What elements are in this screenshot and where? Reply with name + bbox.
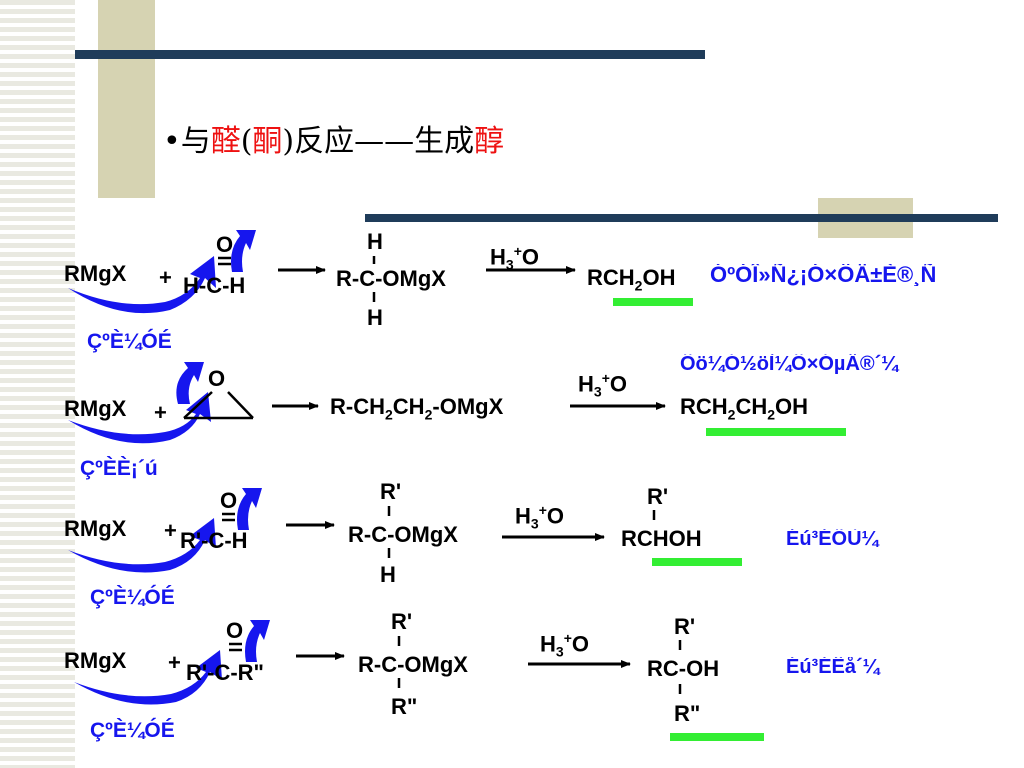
- deco-block-top: [98, 0, 155, 198]
- carbonyl-compound: H-C-H: [183, 273, 246, 298]
- curved-arrow-icon: [74, 650, 222, 705]
- grignard-reagent: RMgX: [64, 261, 127, 286]
- reaction-note: Éú³ÉÖÙ¼: [786, 529, 879, 549]
- adduct-top-substituent: H: [367, 229, 383, 254]
- striped-margin: [0, 0, 75, 768]
- epoxide-arrow-icon: [176, 362, 204, 404]
- title-ketone: 酮: [252, 124, 283, 159]
- reaction-caption: ÇºÈ¼ÓÉ: [87, 330, 172, 353]
- carbonyl-arrow-icon: [237, 488, 262, 530]
- product-top-substituent: R': [674, 614, 696, 639]
- plus-sign: +: [154, 400, 167, 425]
- adduct-top-substituent: R': [380, 479, 402, 504]
- alkoxide-adduct: R-C-OMgX: [348, 522, 458, 547]
- title-part-1: 与: [180, 124, 211, 159]
- carbonyl-oxygen: O: [226, 618, 244, 643]
- curved-arrow-icon: [68, 518, 216, 573]
- alkoxide-adduct: R-C-OMgX: [336, 266, 446, 291]
- reaction-note: Ôö¼Ó½öÌ¼Ô­×ÓµÄ®´¼: [680, 354, 898, 374]
- reaction-4-graphics: [74, 620, 682, 705]
- deco-bar-top: [75, 50, 705, 59]
- plus-sign: +: [159, 265, 172, 290]
- alcohol-product: RC-OH: [647, 656, 720, 681]
- product-highlight: [670, 733, 764, 741]
- carbonyl-arrow-icon: [231, 230, 256, 272]
- product-top-substituent: R': [647, 484, 669, 509]
- deco-bar-right: [365, 214, 998, 222]
- carbonyl-arrow-icon: [245, 620, 270, 662]
- title-part-6: 反应——生成: [294, 124, 475, 159]
- adduct-top-substituent: R': [391, 609, 413, 634]
- reaction-caption: ÇºÈ¼ÓÉ: [90, 719, 175, 742]
- carbonyl-compound: R'-C-H: [180, 528, 248, 553]
- title-alcohol: 醇: [474, 124, 505, 159]
- reaction-3-graphics: [68, 488, 656, 573]
- adduct-bottom-substituent: H: [367, 305, 383, 330]
- alcohol-product: RCH2CH2OH: [680, 394, 809, 423]
- reaction-note: Éú³ÉÊå´¼: [786, 657, 880, 677]
- title-aldehyde: 醛: [210, 124, 241, 159]
- product-bottom-substituent: R": [674, 701, 701, 726]
- carbonyl-oxygen: O: [216, 232, 234, 257]
- title-part-3: (: [240, 124, 253, 159]
- curved-arrow-icon: [68, 392, 211, 444]
- curved-arrow-icon: [68, 256, 216, 314]
- grignard-reagent: RMgX: [64, 516, 127, 541]
- product-highlight: [706, 428, 846, 436]
- carbonyl-oxygen: O: [220, 488, 238, 513]
- hydrolysis-reagent: H3+O: [540, 630, 589, 660]
- epoxide-bond: [227, 391, 254, 419]
- grignard-reagent: RMgX: [64, 648, 127, 673]
- alcohol-product: RCH2OH: [587, 265, 676, 294]
- hydrolysis-reagent: H3+O: [578, 370, 627, 400]
- alcohol-product: RCHOH: [621, 526, 702, 551]
- product-highlight: [652, 558, 742, 566]
- epoxide-bond: [183, 391, 213, 419]
- plus-sign: +: [168, 650, 181, 675]
- product-highlight: [613, 298, 693, 306]
- reaction-caption: ÇºÈ¼ÓÉ: [90, 586, 175, 609]
- slide-title: •与醛(酮)反应——生成醇: [163, 116, 504, 160]
- reaction-caption: ÇºÈÈ¡´ú: [80, 457, 158, 480]
- plus-sign: +: [164, 518, 177, 543]
- adduct-bottom-substituent: R": [391, 694, 418, 719]
- title-part-5: ): [282, 124, 295, 159]
- hydrolysis-reagent: H3+O: [490, 243, 539, 273]
- hydrolysis-reagent: H3+O: [515, 502, 564, 532]
- reaction-note: ÓºÓÎ»Ñ¿¡Ó×ÖÄ±È®¸Ñ: [710, 264, 937, 286]
- carbonyl-compound: R'-C-R": [186, 660, 264, 685]
- adduct-bottom-substituent: H: [380, 562, 396, 587]
- title-bullet: •: [163, 124, 181, 159]
- grignard-reagent: RMgX: [64, 396, 127, 421]
- reaction-2-graphics: [68, 362, 666, 444]
- epoxide-oxygen: O: [208, 366, 226, 391]
- reaction-1-graphics: [68, 230, 576, 314]
- alkoxide-adduct: R-C-OMgX: [358, 652, 468, 677]
- alkoxide-adduct: R-CH2CH2-OMgX: [330, 394, 504, 423]
